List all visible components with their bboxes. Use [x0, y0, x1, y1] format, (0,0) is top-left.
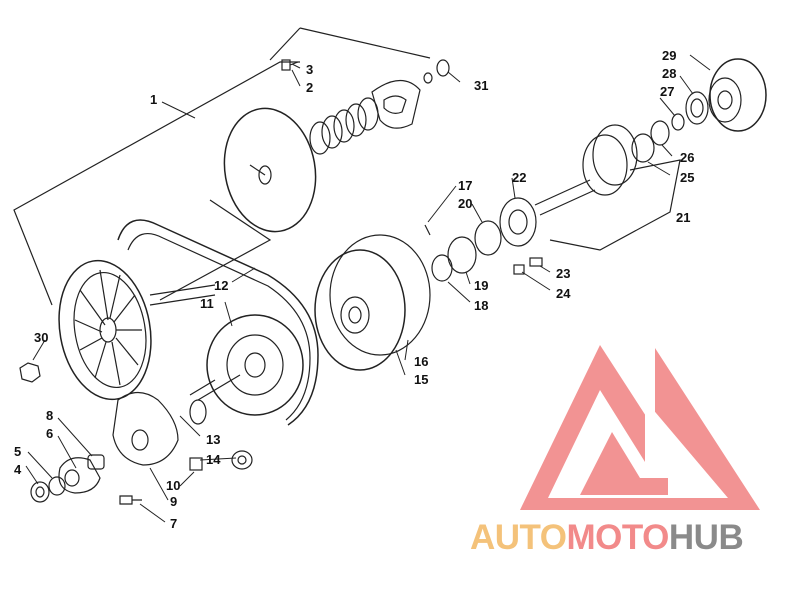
watermark-auto: AUTO	[470, 518, 567, 557]
seal-20	[474, 220, 502, 256]
callout-20: 20	[458, 196, 472, 211]
output-shaft-21	[534, 124, 638, 216]
callout-26: 26	[680, 150, 694, 165]
bearing-28	[685, 91, 709, 125]
bolt-24	[513, 264, 525, 275]
drive-belt	[117, 219, 319, 426]
watermark-hub: HUB	[668, 518, 744, 557]
callout-5: 5	[14, 444, 21, 459]
callout-12: 12	[214, 278, 228, 293]
bushing-19	[447, 236, 477, 274]
clutch-hub-29	[708, 58, 767, 132]
driven-pulley-15-16	[314, 234, 431, 371]
callout-31: 31	[474, 78, 488, 93]
nut-30	[19, 362, 41, 383]
callout-22: 22	[512, 170, 526, 185]
fixed-sheave	[58, 259, 216, 401]
callout-4: 4	[14, 462, 22, 477]
callout-14: 14	[206, 452, 221, 467]
bushing-18	[431, 254, 453, 282]
callout-15: 15	[414, 372, 428, 387]
callout-24: 24	[556, 286, 571, 301]
driven-clutch-11	[189, 314, 304, 425]
callout-28: 28	[662, 66, 676, 81]
callout-30: 30	[34, 330, 48, 345]
logo-mark	[520, 345, 760, 510]
bearing-5	[48, 476, 66, 496]
nut-14	[231, 450, 253, 470]
callout-29: 29	[662, 48, 676, 63]
callout-2: 2	[306, 80, 313, 95]
callout-group-line-1b	[299, 27, 431, 59]
callout-7: 7	[170, 516, 177, 531]
callout-16: 16	[414, 354, 428, 369]
movable-sheave	[223, 107, 317, 233]
callout-6: 6	[46, 426, 53, 441]
clutch-spring	[309, 97, 379, 155]
cam-9	[112, 391, 179, 466]
callout-13: 13	[206, 432, 220, 447]
callout-1: 1	[150, 92, 157, 107]
nut-8	[87, 454, 105, 470]
bolt-23	[529, 257, 543, 267]
ring-27	[671, 113, 685, 131]
callout-27: 27	[660, 84, 674, 99]
watermark-moto: MOTO	[566, 518, 670, 557]
callout-3: 3	[306, 62, 313, 77]
callout-23: 23	[556, 266, 570, 281]
clutch-spider	[371, 79, 421, 129]
callout-group-line-21	[549, 159, 681, 251]
ring-26	[650, 120, 670, 146]
callout-25: 25	[680, 170, 694, 185]
clip-10	[189, 457, 203, 471]
washer-31	[436, 59, 450, 77]
callout-labels: 1234567891011121314151617181920212223242…	[14, 48, 694, 531]
washer-31b	[423, 72, 433, 84]
callout-18: 18	[474, 298, 488, 313]
plate-6	[58, 457, 101, 494]
bearing-22	[499, 197, 537, 247]
watermark-brand: AUTOMOTOHUB	[470, 518, 744, 558]
ring-25	[631, 133, 655, 163]
callout-group-line-1d	[159, 199, 272, 301]
callout-10: 10	[166, 478, 180, 493]
callout-group-line-1c	[269, 27, 301, 61]
callout-19: 19	[474, 278, 488, 293]
callout-17: 17	[458, 178, 472, 193]
callout-8: 8	[46, 408, 53, 423]
callout-9: 9	[170, 494, 177, 509]
leader-lines	[25, 54, 711, 523]
fitting-17	[424, 224, 431, 236]
cam-9-hub	[131, 429, 149, 451]
callout-11: 11	[200, 296, 214, 311]
bearing-4	[30, 481, 50, 503]
callout-21: 21	[676, 210, 690, 225]
bolt-7	[119, 495, 142, 505]
